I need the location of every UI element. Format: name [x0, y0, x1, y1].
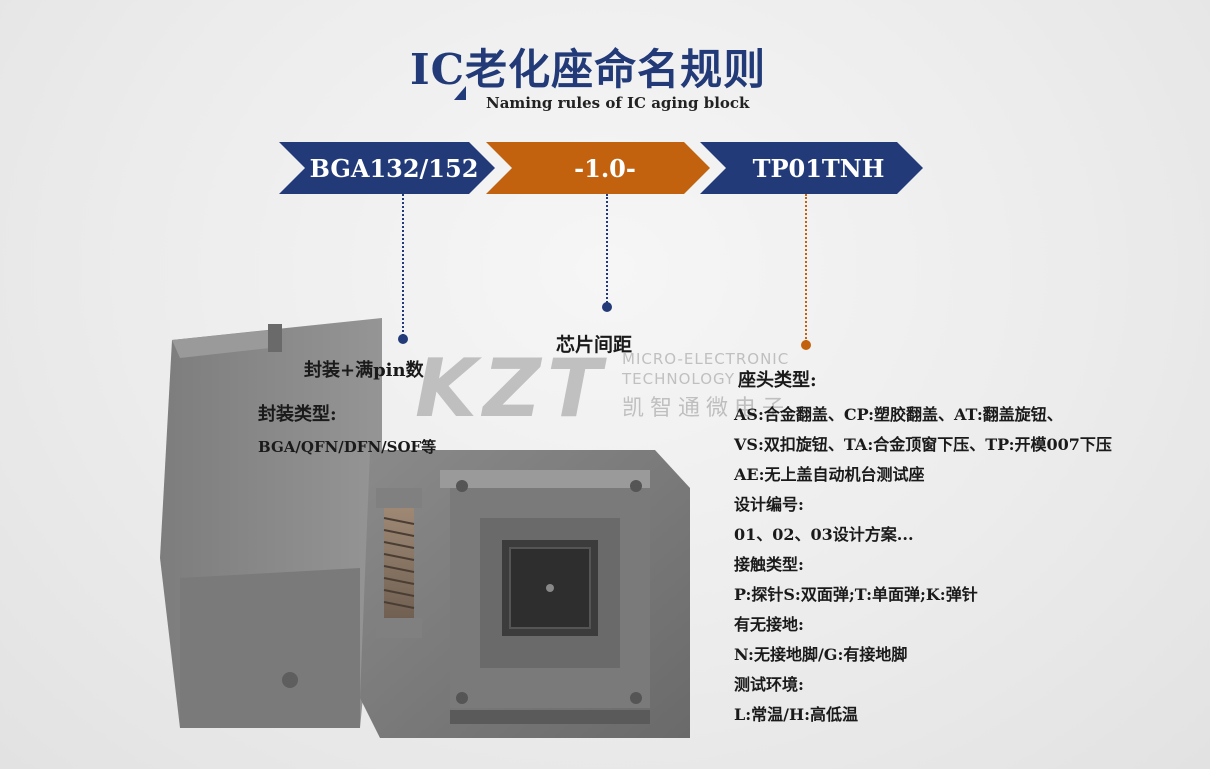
description-line: 设计编号: — [734, 495, 804, 514]
title-triangle-icon — [454, 86, 466, 100]
watermark-text-2: TECHNOLOGY — [622, 370, 736, 388]
leader-dot-pitch — [602, 302, 612, 312]
segment-pitch-label: -1.0- — [574, 153, 636, 183]
description-line: L:常温/H:高低温 — [734, 705, 859, 724]
leader-dot-package — [398, 334, 408, 344]
description-line: 有无接地: — [734, 615, 804, 634]
description-line: 01、02、03设计方案... — [734, 525, 914, 544]
leader-dot-head — [801, 340, 811, 350]
segment-package: BGA132/152 — [279, 142, 495, 194]
leader-line-head — [805, 194, 807, 342]
leader-line-package — [402, 194, 404, 336]
label-chip-pitch: 芯片间距 — [556, 334, 633, 356]
leader-line-pitch — [606, 194, 608, 306]
aging-socket-image — [160, 318, 690, 738]
description-line: P:探针S:双面弹;T:单面弹;K:弹针 — [734, 585, 978, 604]
page-title: IC老化座命名规则 — [410, 45, 767, 94]
label-package-type-values: BGA/QFN/DFN/SOF等 — [258, 438, 437, 456]
watermark-text-1: MICRO-ELECTRONIC — [622, 350, 790, 368]
description-list: AS:合金翻盖、CP:塑胶翻盖、AT:翻盖旋钮、 VS:双扣旋钮、TA:合金顶窗… — [734, 402, 1204, 732]
watermark-text-3: 凯智通微电子 — [622, 396, 791, 421]
description-line: AS:合金翻盖、CP:塑胶翻盖、AT:翻盖旋钮、 — [734, 405, 1063, 424]
description-line: 测试环境: — [734, 675, 804, 694]
label-package-pin: 封装+满pin数 — [304, 360, 424, 381]
label-head-type-title: 座头类型: — [738, 370, 817, 391]
description-line: 接触类型: — [734, 555, 804, 574]
description-line: N:无接地脚/G:有接地脚 — [734, 645, 908, 664]
segment-head: TP01TNH — [700, 142, 923, 194]
watermark-logo: KZT — [415, 342, 608, 435]
label-package-type-title: 封装类型: — [258, 404, 337, 425]
segment-head-label: TP01TNH — [752, 153, 885, 183]
title-block: IC老化座命名规则 Naming rules of IC aging block — [410, 36, 810, 116]
description-line: AE:无上盖自动机台测试座 — [734, 465, 925, 484]
description-line: VS:双扣旋钮、TA:合金顶窗下压、TP:开模007下压 — [734, 435, 1112, 454]
page-subtitle: Naming rules of IC aging block — [486, 94, 750, 112]
segment-package-label: BGA132/152 — [309, 153, 479, 183]
segment-pitch: -1.0- — [486, 142, 710, 194]
